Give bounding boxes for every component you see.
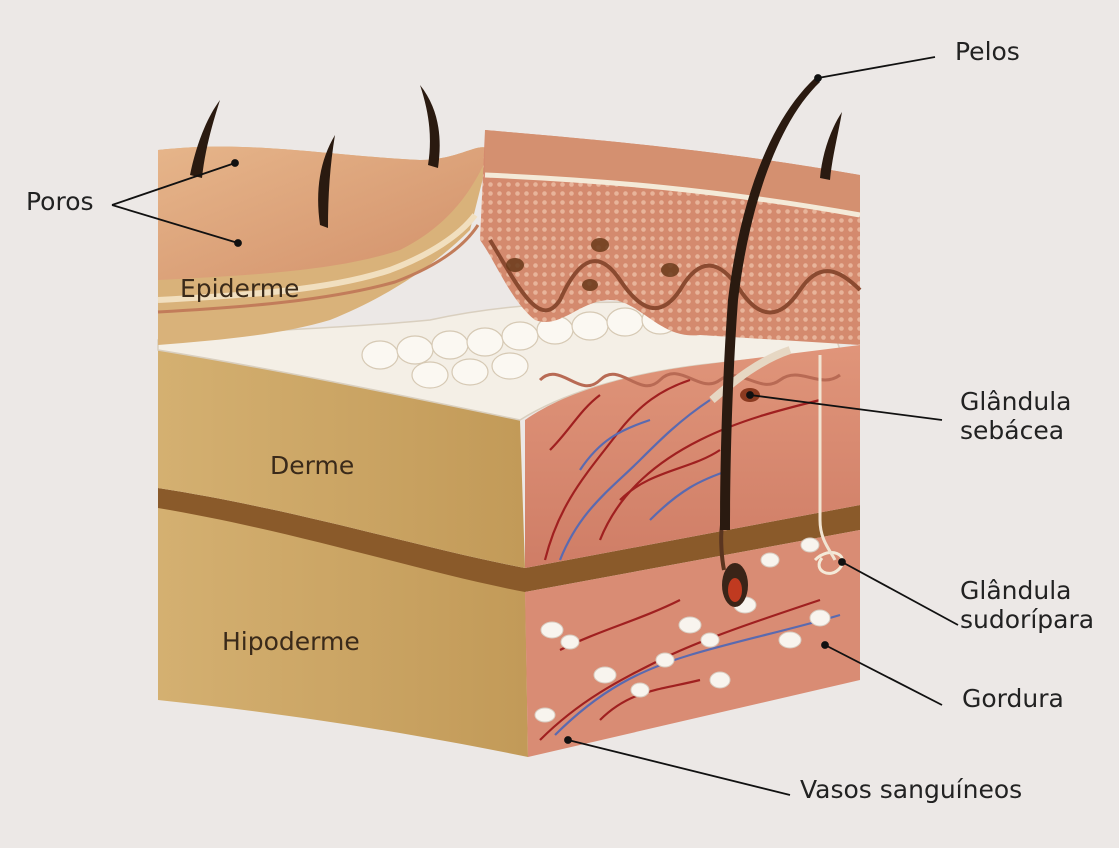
label-epiderme: Epiderme bbox=[180, 275, 299, 304]
label-glandula-sudoripara-line2: sudorípara bbox=[960, 606, 1094, 635]
label-hipoderme: Hipoderme bbox=[222, 628, 360, 657]
label-glandula-sebacea-line2: sebácea bbox=[960, 417, 1071, 446]
label-poros: Poros bbox=[26, 188, 94, 217]
label-glandula-sudoripara: Glândula sudorípara bbox=[960, 577, 1094, 635]
label-pelos: Pelos bbox=[955, 38, 1020, 67]
label-vasos-sanguineos: Vasos sanguíneos bbox=[800, 776, 1022, 805]
label-glandula-sebacea-line1: Glândula bbox=[960, 388, 1071, 417]
label-derme: Derme bbox=[270, 452, 354, 481]
label-gordura: Gordura bbox=[962, 685, 1064, 714]
label-glandula-sebacea: Glândula sebácea bbox=[960, 388, 1071, 446]
label-glandula-sudoripara-line1: Glândula bbox=[960, 577, 1094, 606]
